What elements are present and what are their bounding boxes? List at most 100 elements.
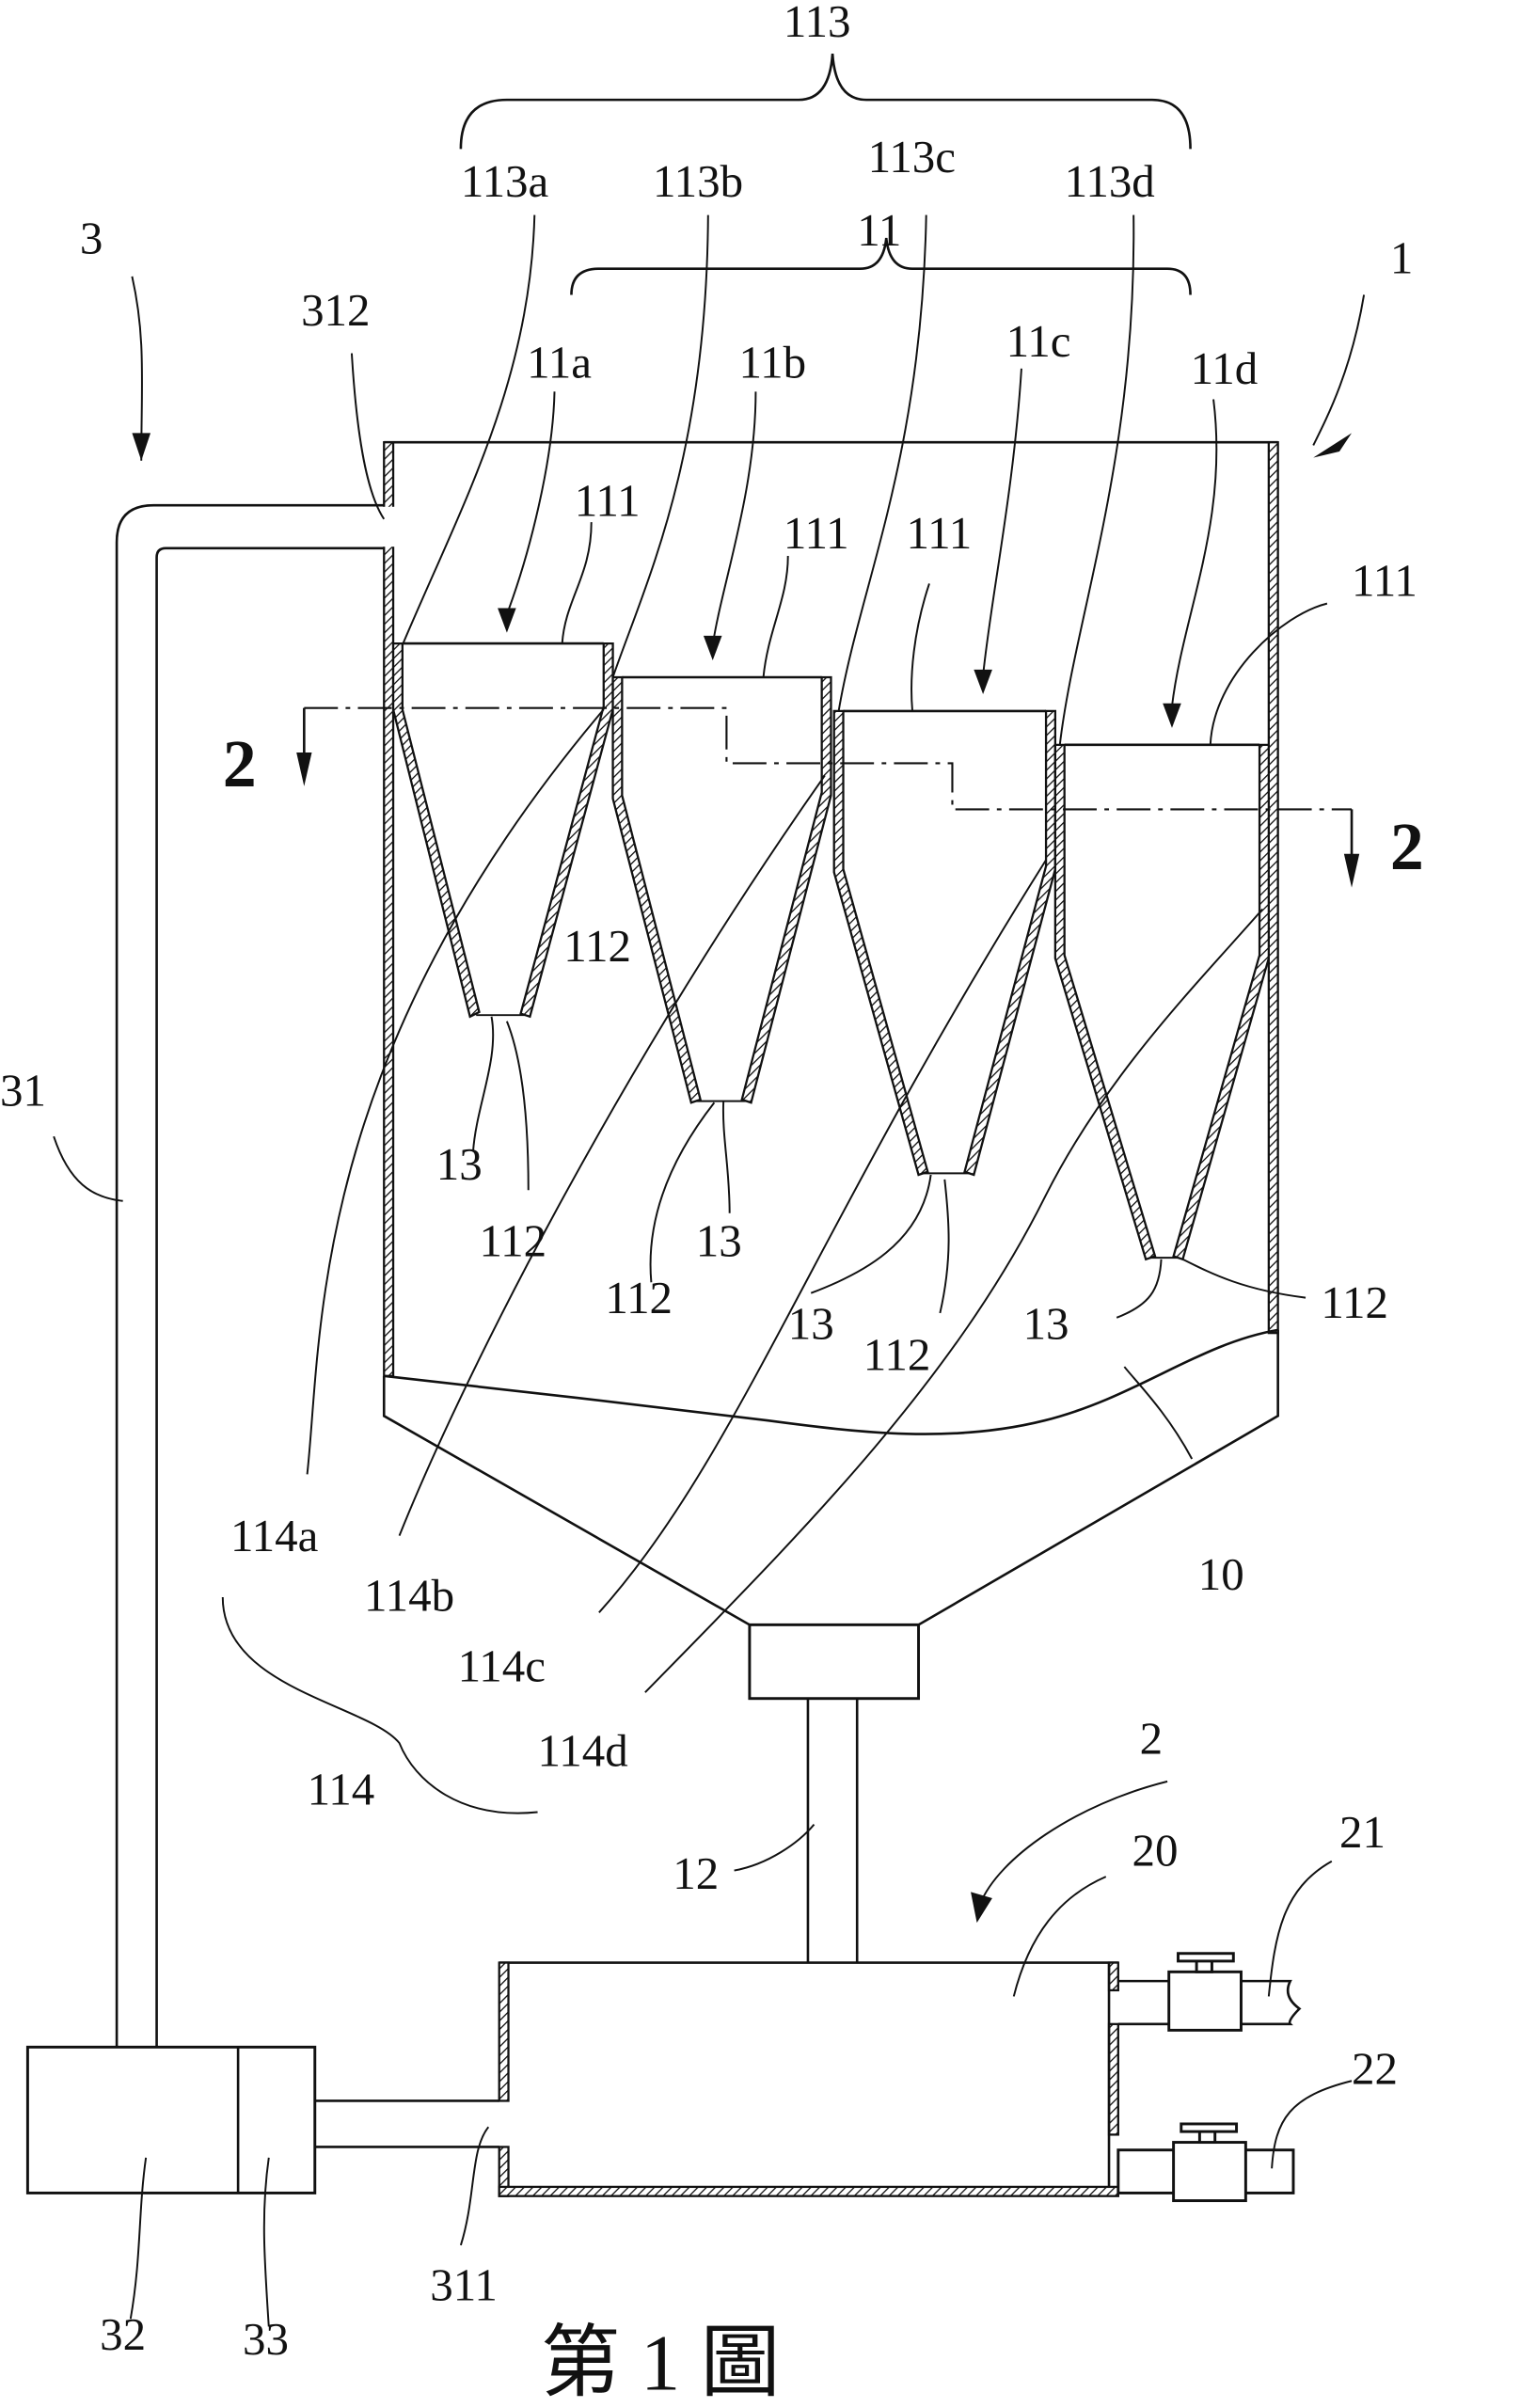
main-vessel	[382, 440, 1279, 1701]
label-22: 22	[1352, 2043, 1398, 2095]
leader-113c	[837, 214, 927, 712]
cyclone-right-wall	[963, 709, 1057, 1177]
pump-unit	[25, 2045, 499, 2194]
leader-11d	[1171, 399, 1218, 707]
leader-112-a	[505, 1021, 530, 1191]
label-111-c: 111	[906, 507, 972, 559]
cyclone-right-wall	[519, 642, 614, 1019]
leader-13-c	[810, 1174, 932, 1294]
label-13-b: 13	[696, 1215, 742, 1267]
label-10: 10	[1198, 1548, 1244, 1600]
drain-pipe-21	[1117, 1979, 1302, 2026]
pump-32	[25, 2045, 317, 2194]
tank-right-wall-a	[1107, 1961, 1119, 1992]
label-311: 311	[430, 2259, 498, 2311]
leader-lines	[53, 214, 1366, 2327]
label-1: 1	[1390, 232, 1413, 284]
cyclone-left-wall	[1053, 743, 1157, 1261]
leader-112-d	[1181, 1258, 1306, 1299]
leader-113a	[401, 214, 536, 646]
label-11: 11	[857, 204, 901, 256]
label-114c: 114c	[458, 1640, 546, 1692]
leader-114-brace	[221, 1596, 538, 1814]
pipe-31-outer	[115, 503, 385, 2048]
label-113b: 113b	[653, 155, 743, 207]
label-12: 12	[673, 1847, 719, 1899]
label-31: 31	[0, 1065, 46, 1117]
label-113a: 113a	[461, 155, 549, 207]
label-20: 20	[1132, 1825, 1179, 1877]
leader-21	[1267, 1860, 1333, 1997]
label-114a: 114a	[230, 1510, 319, 1561]
labels: 113 113a 113b 113c 113d 11 11a 11b 11c 1…	[0, 0, 1424, 2407]
valve-handwheel-22-icon[interactable]	[1180, 2122, 1239, 2133]
leader-22	[1271, 2080, 1353, 2169]
label-114: 114	[308, 1763, 375, 1814]
cyclone-11d	[1053, 743, 1271, 1261]
leader-312	[350, 353, 386, 520]
label-113: 113	[784, 0, 851, 47]
valve-22[interactable]	[1116, 2122, 1295, 2203]
leader-111-a	[561, 522, 593, 644]
leader-111-d	[1209, 602, 1328, 745]
leader-114b	[398, 774, 826, 1537]
arrow-11b-icon	[703, 635, 722, 661]
cyclone-left-wall	[391, 642, 481, 1019]
label-312: 312	[301, 284, 370, 336]
pipe-31-inner	[155, 547, 385, 2048]
section-arrow-right-icon	[1343, 853, 1360, 888]
leader-11c	[982, 368, 1022, 676]
return-pipe-31	[115, 503, 395, 2048]
label-3: 3	[80, 212, 103, 263]
tank-right-wall-b	[1107, 2022, 1119, 2136]
leader-111-c	[911, 583, 930, 712]
cyclone-right-wall	[1172, 743, 1271, 1261]
pipe-12	[806, 1698, 859, 1963]
label-111-d: 111	[1352, 554, 1417, 606]
leader-13-b	[721, 1101, 731, 1213]
label-113c: 113c	[868, 131, 956, 182]
brace-11	[570, 237, 1192, 295]
label-11d: 11d	[1191, 342, 1259, 394]
label-11a: 11a	[527, 337, 592, 388]
leader-311	[459, 2126, 490, 2246]
vessel-left-wall	[383, 441, 395, 1377]
liquid-surface	[384, 1328, 1278, 1435]
section-centerline	[304, 706, 1353, 811]
leader-32	[129, 2157, 148, 2320]
cyclone-left-wall	[611, 675, 703, 1104]
valve-21[interactable]	[1117, 1952, 1302, 2032]
arrow-11c-icon	[974, 669, 992, 694]
label-section-left: 2	[223, 726, 257, 801]
label-33: 33	[243, 2313, 289, 2365]
valve-handwheel-21-icon[interactable]	[1177, 1952, 1235, 1963]
label-32: 32	[100, 2308, 146, 2360]
label-111-b: 111	[784, 507, 849, 559]
leader-12	[734, 1823, 816, 1872]
leader-113b	[611, 214, 709, 678]
leader-112-c	[939, 1179, 950, 1314]
cyclone-11b	[611, 675, 832, 1104]
tank-bottom-wall	[498, 2185, 1119, 2197]
figure-caption: 第 1 圖	[541, 2319, 781, 2407]
label-2: 2	[1140, 1712, 1163, 1764]
label-112-a: 112	[479, 1215, 546, 1267]
label-112-a-side: 112	[563, 920, 631, 972]
tank-20	[498, 1961, 1119, 2197]
leader-114a	[306, 708, 605, 1475]
label-11b: 11b	[738, 337, 806, 388]
leader-114c	[598, 859, 1047, 1613]
leader-111-b	[762, 556, 789, 678]
label-section-right: 2	[1390, 809, 1424, 884]
leader-114d	[644, 908, 1264, 1693]
leader-11a	[505, 391, 556, 615]
label-112-b: 112	[605, 1272, 673, 1323]
label-114d: 114d	[538, 1725, 628, 1777]
label-111-a: 111	[575, 475, 641, 527]
label-13-a: 13	[436, 1138, 483, 1190]
label-13-c: 13	[788, 1298, 834, 1350]
leader-20	[1012, 1876, 1107, 1997]
section-line-2-2	[296, 706, 1360, 888]
label-11c: 11c	[1006, 315, 1071, 367]
